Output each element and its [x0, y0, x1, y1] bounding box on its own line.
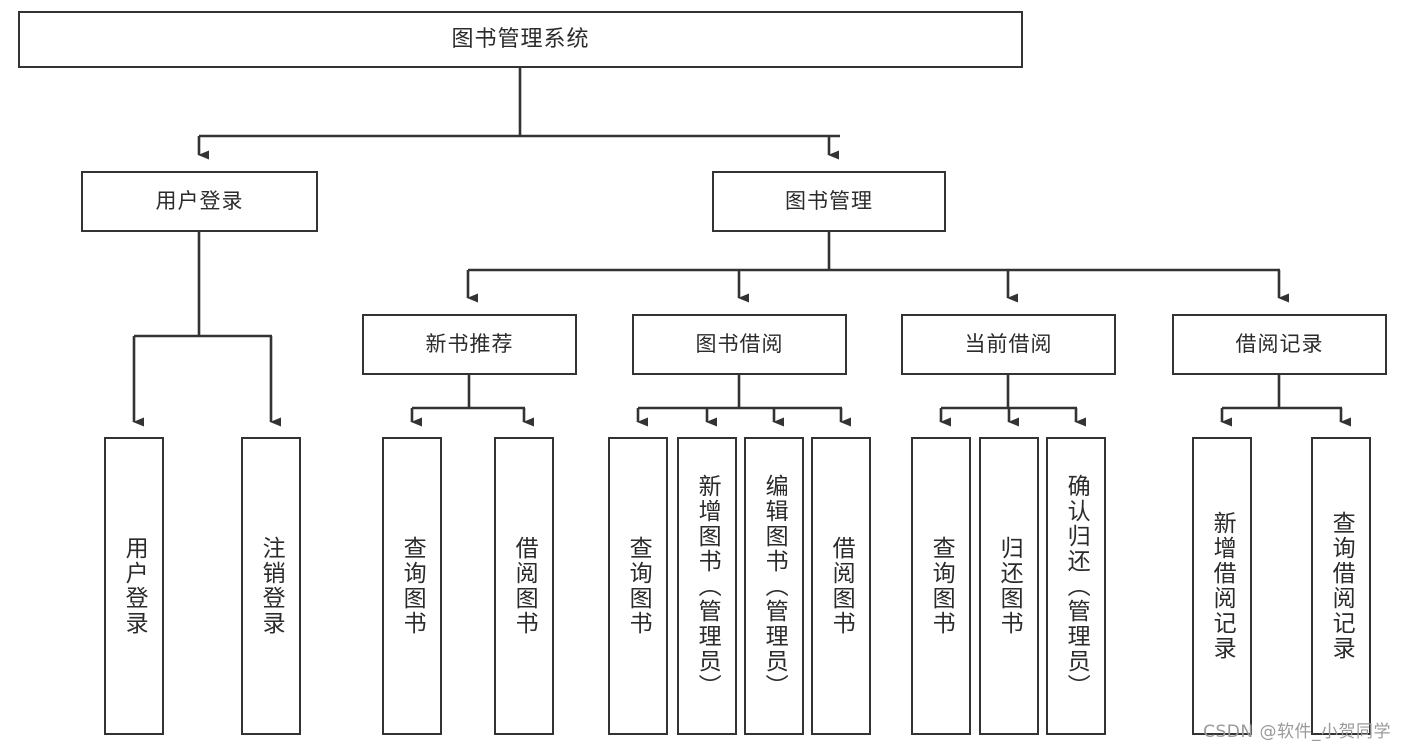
- node-borrow-record[interactable]: 借阅记录: [1172, 314, 1387, 375]
- leaf-user-logout[interactable]: 注销登录: [241, 437, 301, 735]
- node-book-manage-label: 图书管理: [785, 189, 873, 214]
- node-root-label: 图书管理系统: [451, 26, 590, 52]
- leaf-borrow-book-2[interactable]: 借阅图书: [811, 437, 871, 735]
- leaf-confirm-return[interactable]: 确认归还（管理员）: [1046, 437, 1106, 735]
- leaf-edit-book-label: 编辑图书（管理员）: [761, 473, 788, 699]
- leaf-query-book-2-label: 查询图书: [625, 536, 652, 636]
- leaf-query-record-label: 查询借阅记录: [1328, 511, 1355, 661]
- node-new-book-recommend-label: 新书推荐: [425, 332, 514, 357]
- node-user-login[interactable]: 用户登录: [81, 171, 318, 232]
- leaf-return-book-label: 归还图书: [996, 536, 1023, 636]
- leaf-query-book-1[interactable]: 查询图书: [382, 437, 442, 735]
- node-new-book-recommend[interactable]: 新书推荐: [362, 314, 577, 375]
- leaf-add-record-label: 新增借阅记录: [1209, 511, 1236, 661]
- leaf-add-record[interactable]: 新增借阅记录: [1192, 437, 1252, 735]
- leaf-user-logout-label: 注销登录: [258, 536, 285, 636]
- leaf-query-book-3[interactable]: 查询图书: [911, 437, 971, 735]
- leaf-user-login-label: 用户登录: [121, 536, 148, 636]
- leaf-query-book-2[interactable]: 查询图书: [608, 437, 668, 735]
- leaf-borrow-book-1-label: 借阅图书: [511, 536, 538, 636]
- leaf-query-book-3-label: 查询图书: [928, 536, 955, 636]
- leaf-borrow-book-1[interactable]: 借阅图书: [494, 437, 554, 735]
- node-current-borrow[interactable]: 当前借阅: [901, 314, 1116, 375]
- leaf-add-book-label: 新增图书（管理员）: [694, 473, 721, 699]
- node-user-login-label: 用户登录: [155, 189, 244, 214]
- node-book-manage[interactable]: 图书管理: [712, 171, 946, 232]
- leaf-return-book[interactable]: 归还图书: [979, 437, 1039, 735]
- node-current-borrow-label: 当前借阅: [964, 332, 1053, 357]
- leaf-borrow-book-2-label: 借阅图书: [828, 536, 855, 636]
- leaf-query-record[interactable]: 查询借阅记录: [1311, 437, 1371, 735]
- leaf-confirm-return-label: 确认归还（管理员）: [1063, 473, 1090, 699]
- csdn-watermark: CSDN @软件_小贺同学: [1203, 722, 1391, 742]
- leaf-user-login[interactable]: 用户登录: [104, 437, 164, 735]
- leaf-edit-book[interactable]: 编辑图书（管理员）: [744, 437, 804, 735]
- node-root[interactable]: 图书管理系统: [18, 11, 1023, 68]
- node-borrow-record-label: 借阅记录: [1235, 332, 1324, 357]
- leaf-query-book-1-label: 查询图书: [399, 536, 426, 636]
- node-book-borrow[interactable]: 图书借阅: [632, 314, 847, 375]
- node-book-borrow-label: 图书借阅: [695, 332, 784, 357]
- leaf-add-book[interactable]: 新增图书（管理员）: [677, 437, 737, 735]
